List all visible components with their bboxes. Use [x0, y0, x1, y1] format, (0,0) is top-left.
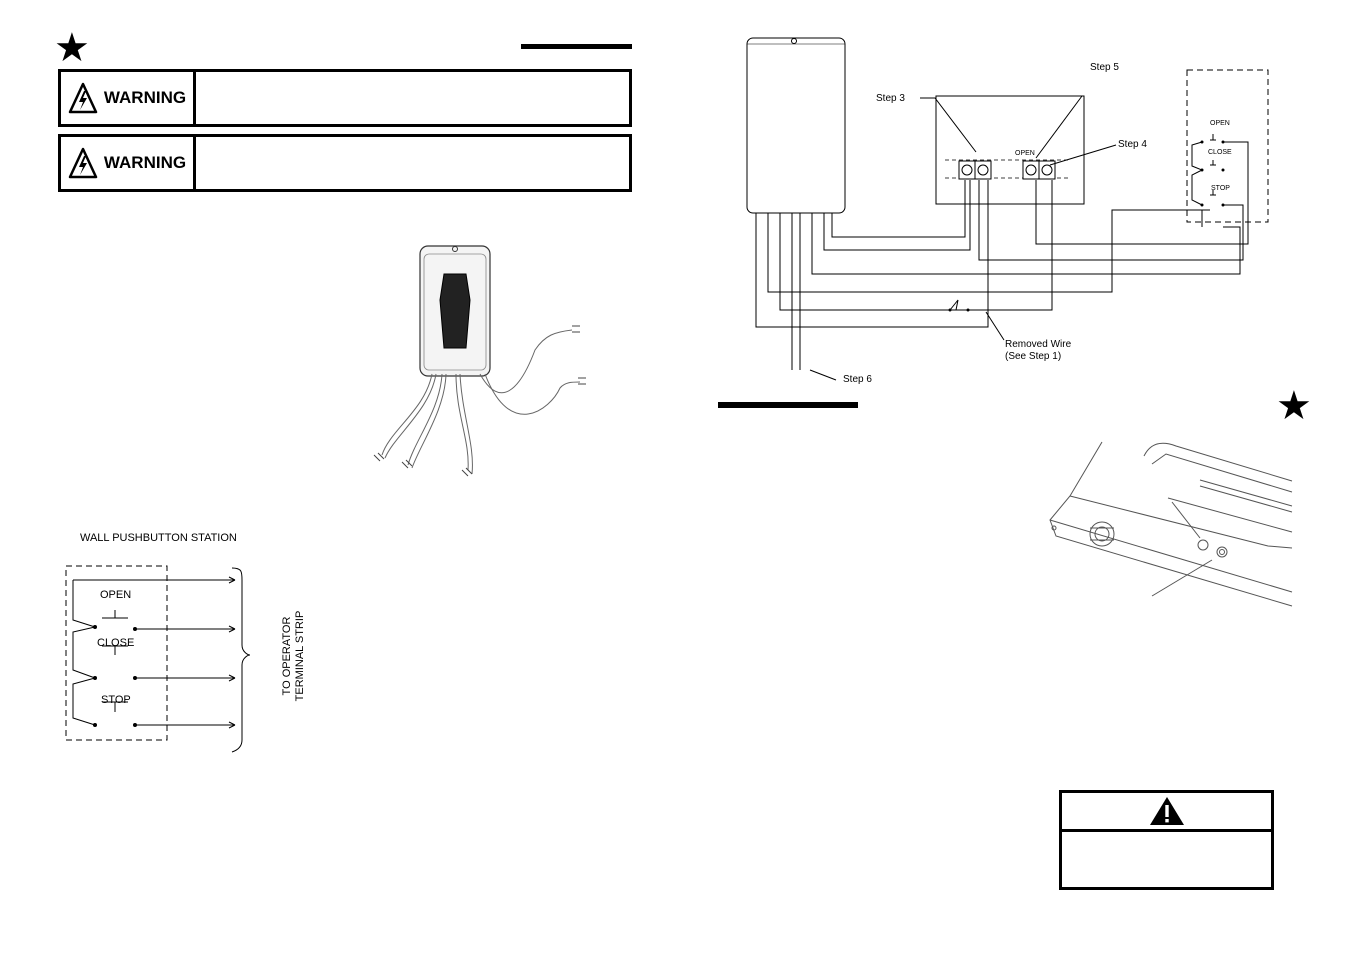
warning-box-1: WARNING	[58, 69, 632, 127]
wiring-schematic	[746, 37, 1269, 381]
pushbutton-stop-label: STOP	[101, 694, 131, 706]
warning-box-2: WARNING	[58, 134, 632, 192]
pushbutton-close-label: CLOSE	[97, 637, 135, 649]
step-4-label: Step 4	[1118, 139, 1147, 150]
caution-header	[1062, 793, 1271, 832]
station-stop-label: STOP	[1211, 185, 1230, 192]
operator-wiring-illustration	[373, 245, 586, 477]
terminal-open-label: OPEN	[1015, 150, 1035, 157]
section-rule	[521, 44, 632, 49]
caution-box	[1059, 790, 1274, 890]
caution-triangle-icon	[1149, 797, 1184, 825]
pushbutton-open-label: OPEN	[100, 589, 132, 601]
station-open-label: OPEN	[1210, 120, 1230, 127]
star-icon: ★	[1276, 384, 1312, 428]
station-close-label: CLOSE	[1208, 149, 1232, 156]
step-3-label: Step 3	[876, 93, 905, 104]
electric-shock-icon	[68, 147, 98, 179]
removed-wire-label-line2: (See Step 1)	[1005, 351, 1062, 362]
removed-wire-label-line1: Removed Wire	[1005, 339, 1072, 350]
operator-bottom-illustration	[1049, 441, 1293, 607]
pushbutton-station-diagram	[65, 565, 251, 753]
warning-text-2: WARNING	[103, 153, 187, 172]
section-rule-right	[718, 402, 858, 408]
warning-label-1: WARNING	[61, 72, 196, 124]
electric-shock-icon	[68, 82, 98, 114]
step-5-label: Step 5	[1090, 62, 1119, 73]
star-icon: ★	[54, 26, 90, 70]
to-operator-label-line2: TERMINAL STRIP	[294, 610, 306, 702]
warning-label-2: WARNING	[61, 137, 196, 189]
pushbutton-station-title: WALL PUSHBUTTON STATION	[80, 532, 237, 544]
warning-text-1: WARNING	[103, 88, 187, 107]
step-6-label: Step 6	[843, 374, 872, 385]
to-operator-label-line1: TO OPERATOR	[281, 616, 293, 696]
